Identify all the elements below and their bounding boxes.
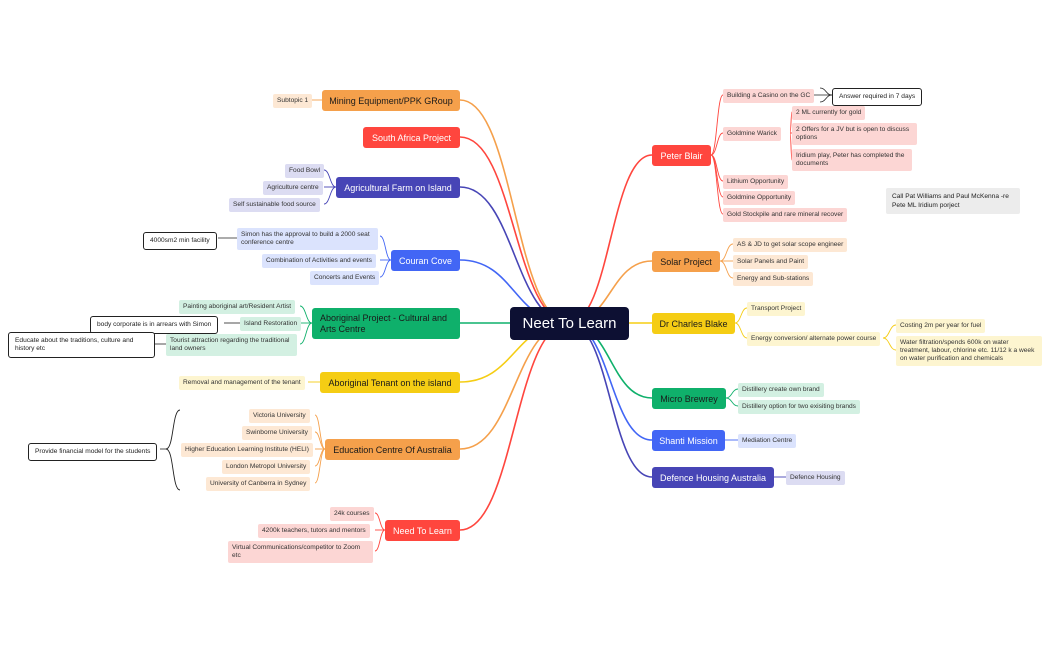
- topic-dr-charles-blake[interactable]: Dr Charles Blake: [652, 313, 735, 334]
- link-warick-leaf-0: [789, 111, 793, 134]
- leaf-energy-substations[interactable]: Energy and Sub-stations: [733, 272, 814, 286]
- link-peter-leaf-0: [710, 94, 724, 156]
- topic-defence-housing[interactable]: Defence Housing Australia: [652, 467, 774, 488]
- leaf-virtual-comms[interactable]: Virtual Communications/competitor to Zoo…: [228, 541, 373, 563]
- leaf-swinborne-university[interactable]: Swinborne University: [242, 426, 312, 440]
- topic-aboriginal-project[interactable]: Aboriginal Project - Cultural and Arts C…: [312, 308, 460, 339]
- link-education-leaf-4: [314, 448, 326, 484]
- leaf-subtopic-1[interactable]: Subtopic 1: [273, 94, 313, 108]
- leaf-goldmine-warick[interactable]: Goldmine Warick: [723, 127, 781, 141]
- leaf-agriculture-centre[interactable]: Agriculture centre: [263, 181, 323, 195]
- link-need-leaf-0: [374, 512, 386, 531]
- leaf-iridium-play[interactable]: Iridium play, Peter has completed the do…: [792, 149, 912, 171]
- central-topic[interactable]: Neet To Learn: [510, 307, 629, 340]
- topic-south-africa[interactable]: South Africa Project: [363, 127, 460, 148]
- topic-shanti-mission[interactable]: Shanti Mission: [652, 430, 725, 451]
- note-answer-7-days[interactable]: Answer required in 7 days: [832, 88, 923, 106]
- link-solar-leaf-2: [719, 260, 734, 279]
- link-peter-leaf-4: [710, 154, 724, 215]
- link-solar-leaf-0: [719, 243, 734, 262]
- leaf-24k-courses[interactable]: 24k courses: [330, 507, 374, 521]
- link-energy-leaf-1: [882, 337, 897, 351]
- link-shanti: [568, 322, 653, 441]
- leaf-solar-panels[interactable]: Solar Panels and Paint: [733, 255, 809, 269]
- link-agri: [459, 186, 570, 324]
- leaf-casino-gc[interactable]: Building a Casino on the GC: [723, 89, 815, 103]
- leaf-mediation-centre[interactable]: Mediation Centre: [738, 434, 797, 448]
- leaf-island-restoration[interactable]: Island Restoration: [240, 317, 302, 331]
- leaf-2-offers-jv[interactable]: 2 Offers for a JV but is open to discuss…: [792, 123, 917, 145]
- topic-aboriginal-tenant[interactable]: Aboriginal Tenant on the island: [320, 372, 460, 393]
- leaf-tourist-attraction[interactable]: Tourist attraction regarding the traditi…: [166, 334, 297, 356]
- topic-need-to-learn[interactable]: Need To Learn: [385, 520, 460, 541]
- link-agri-leaf-2: [323, 186, 337, 205]
- leaf-combination-activities[interactable]: Combination of Activities and events: [262, 254, 376, 268]
- link-charles-leaf-0: [734, 307, 748, 324]
- leaf-solar-scope[interactable]: AS & JD to get solar scope engineer: [733, 238, 848, 252]
- note-call-pat-williams[interactable]: Call Pat Williams and Paul McKenna -re P…: [886, 188, 1020, 214]
- topic-solar-project[interactable]: Solar Project: [652, 251, 720, 272]
- leaf-2ml-gold[interactable]: 2 ML currently for gold: [792, 106, 866, 120]
- leaf-water-filtration[interactable]: Water filtration/spends 600k on water tr…: [896, 336, 1042, 366]
- leaf-defence-housing[interactable]: Defence Housing: [786, 471, 845, 485]
- link-charles-leaf-1: [734, 322, 748, 339]
- link-warick-leaf-2: [789, 132, 793, 161]
- leaf-lithium[interactable]: Lithium Opportunity: [723, 175, 789, 189]
- link-peter-leaf-3: [710, 154, 724, 198]
- link-aboriginal-leaf-2: [299, 322, 313, 345]
- leaf-simon-approval[interactable]: Simon has the approval to build a 2000 s…: [237, 228, 378, 250]
- link-education-leaf-1: [314, 431, 326, 450]
- leaf-transport-project[interactable]: Transport Project: [747, 302, 806, 316]
- leaf-energy-conversion[interactable]: Energy conversion/ alternate power cours…: [747, 332, 881, 346]
- topic-education-centre[interactable]: Education Centre Of Australia: [325, 439, 460, 460]
- leaf-canberra[interactable]: University of Canberra in Sydney: [206, 477, 311, 491]
- leaf-painting-art[interactable]: Painting aboriginal art/Resident Artist: [179, 300, 296, 314]
- leaf-distillery-two-brands[interactable]: Distillery option for two exisiting bran…: [738, 400, 860, 414]
- leaf-concerts-events[interactable]: Concerts and Events: [310, 271, 380, 285]
- note-financial-model[interactable]: Provide financial model for the students: [28, 443, 158, 461]
- link-education-leaf-0: [314, 414, 326, 450]
- link-brewery-leaf-0: [725, 388, 739, 399]
- link-peter-leaf-1: [710, 132, 724, 156]
- leaf-heli[interactable]: Higher Education Learning Institute (HEL…: [181, 443, 313, 457]
- topic-mining-equipment[interactable]: Mining Equipment/PPK GRoup: [322, 90, 460, 111]
- link-mining: [459, 99, 570, 324]
- link-education: [459, 322, 570, 450]
- link-casino-brace: [819, 87, 833, 103]
- leaf-costing-fuel[interactable]: Costing 2m per year for fuel: [896, 319, 986, 333]
- link-need-leaf-2: [374, 529, 386, 552]
- link-need: [459, 322, 570, 531]
- topic-couran-cove[interactable]: Couran Cove: [391, 250, 460, 271]
- leaf-london-metropol[interactable]: London Metropol University: [222, 460, 311, 474]
- note-4000sm2[interactable]: 4000sm2 min facility: [143, 232, 217, 250]
- leaf-goldmine-opportunity[interactable]: Goldmine Opportunity: [723, 191, 796, 205]
- topic-micro-brewrey[interactable]: Micro Brewrey: [652, 388, 726, 409]
- topic-agricultural-farm[interactable]: Agricultural Farm on Island: [336, 177, 460, 198]
- link-couran-leaf-0: [379, 235, 392, 261]
- link-peter: [568, 154, 653, 324]
- leaf-food-bowl[interactable]: Food Bowl: [285, 164, 325, 178]
- leaf-teachers-tutors[interactable]: 4200k teachers, tutors and mentors: [258, 524, 370, 538]
- link-energy-leaf-0: [882, 324, 897, 339]
- leaf-self-sustainable[interactable]: Self sustainable food source: [229, 198, 320, 212]
- link-aboriginal-leaf-0: [299, 305, 313, 324]
- leaf-distillery-own-brand[interactable]: Distillery create own brand: [738, 383, 824, 397]
- leaf-removal-tenant[interactable]: Removal and management of the tenant: [179, 376, 305, 390]
- leaf-gold-stockpile[interactable]: Gold Stockpile and rare mineral recover: [723, 208, 848, 222]
- link-defence: [568, 322, 653, 478]
- link-brewery-leaf-1: [725, 397, 739, 407]
- link-agri-leaf-0: [323, 169, 337, 188]
- link-south-africa: [459, 136, 570, 324]
- note-educate-traditions[interactable]: Educate about the traditions, culture an…: [8, 332, 155, 358]
- link-couran-leaf-2: [379, 259, 392, 278]
- brace-education: [165, 409, 181, 491]
- topic-peter-blair[interactable]: Peter Blair: [652, 145, 711, 166]
- leaf-victoria-university[interactable]: Victoria University: [249, 409, 310, 423]
